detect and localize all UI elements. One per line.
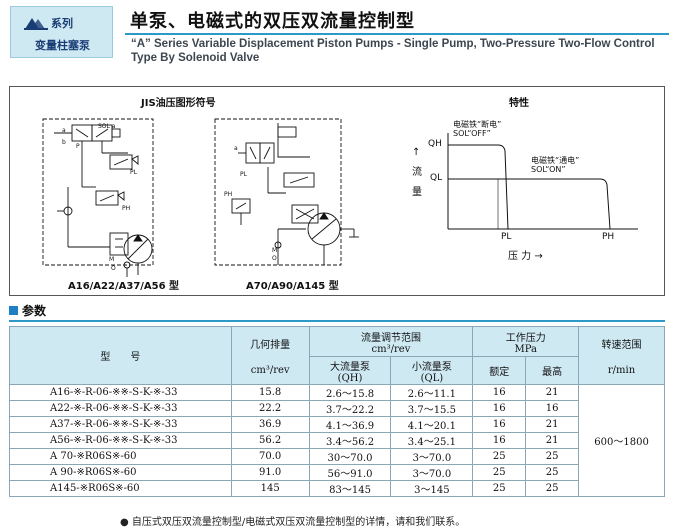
label-o-left: O bbox=[111, 265, 116, 272]
table-row: A56-※-R-06-※※-S-K-※-33 56.2 3.4～56.2 3.4… bbox=[9, 432, 665, 449]
x-axis-label: 压 力 → bbox=[508, 251, 543, 262]
table-row: A 90-※R06S※-60 91.0 56～91.0 3～70.0 25 25 bbox=[9, 464, 665, 481]
footer-note: ● 自压式双压双流量控制型/电磁式双压双流量控制型的详情，请和我们联系。 bbox=[120, 517, 466, 528]
speed-range-cell: 600～1800 bbox=[578, 384, 665, 497]
label-m-right: M bbox=[272, 247, 278, 254]
characteristic-title: 特性 bbox=[509, 98, 529, 109]
label-pl-axis: PL bbox=[501, 232, 512, 242]
header-rated: 额定 bbox=[472, 356, 527, 385]
section-divider bbox=[9, 320, 665, 322]
table-row: A16-※-R-06-※※-S-K-※-33 15.8 2.6～15.8 2.6… bbox=[9, 384, 665, 497]
jis-symbol-title: JIS油压图形符号 bbox=[141, 98, 216, 109]
label-ph-axis: PH bbox=[602, 232, 615, 242]
label-qh: QH bbox=[428, 139, 442, 149]
label-ql: QL bbox=[430, 173, 443, 183]
series-badge: 系列 变量柱塞泵 bbox=[10, 6, 113, 58]
series-label: 系列 bbox=[51, 17, 73, 30]
sol-off-label-cn: 电磁铁“断电” bbox=[453, 120, 502, 129]
diagram-panel: JIS油压图形符号 SOL a a b P PL PH M O A16/A22/… bbox=[9, 86, 665, 296]
label-p: P bbox=[76, 143, 80, 150]
page-subtitle: “A” Series Variable Displacement Piston … bbox=[131, 38, 655, 64]
left-schematic-caption: A16/A22/A37/A56 型 bbox=[68, 281, 180, 292]
label-a: a bbox=[62, 127, 66, 134]
sol-on-label-en: SOL“ON” bbox=[531, 165, 566, 174]
sol-on-label-cn: 电磁铁“通电” bbox=[531, 156, 580, 165]
header-small-pump: 小流量泵 (QL) bbox=[390, 356, 474, 385]
label-b: b bbox=[62, 139, 66, 146]
label-pl-left: PL bbox=[130, 169, 137, 176]
y-axis-label-2: 量 bbox=[412, 187, 422, 198]
label-a-right: a bbox=[234, 145, 238, 152]
series-subtitle: 变量柱塞泵 bbox=[35, 39, 90, 52]
table-row: A145-※R06S※-60 145 83～145 3～145 25 25 bbox=[9, 480, 665, 497]
section-title: 参数 bbox=[22, 304, 47, 318]
section-marker-icon bbox=[9, 306, 18, 315]
table-row: A 70-※R06S※-60 70.0 30～70.0 3～70.0 25 25 bbox=[9, 448, 665, 465]
characteristic-chart bbox=[447, 133, 638, 230]
header-pressure: 工作压力 MPa bbox=[472, 326, 580, 357]
hydraulic-symbols bbox=[42, 118, 638, 277]
label-sol-a: SOL a bbox=[98, 123, 116, 130]
header-flow-range: 流量调节范围 cm³/rev bbox=[308, 326, 474, 357]
table-row: A22-※-R-06-※※-S-K-※-33 22.2 3.7～22.2 3.7… bbox=[9, 400, 665, 417]
label-pl-right: PL bbox=[240, 171, 247, 178]
y-axis-label-1: 流 bbox=[412, 167, 422, 178]
header-large-pump: 大流量泵 (QH) bbox=[308, 356, 392, 385]
title-divider bbox=[125, 33, 669, 35]
header-model: 型 号 bbox=[9, 326, 232, 385]
label-o-right: O bbox=[272, 255, 277, 262]
brand-logo-icon bbox=[24, 18, 48, 30]
sol-off-label-en: SOL“OFF” bbox=[453, 129, 491, 138]
right-schematic-caption: A70/A90/A145 型 bbox=[246, 281, 339, 292]
spec-table: 型 号 几何排量 cm³/rev 流量调节范围 cm³/rev 工作压力 MPa… bbox=[9, 326, 665, 497]
page-title: 单泵、电磁式的双压双流量控制型 bbox=[130, 11, 415, 32]
header-speed: 转速范围 r/min bbox=[578, 326, 665, 385]
header-max: 最高 bbox=[525, 356, 580, 385]
label-ph-right: PH bbox=[224, 191, 233, 198]
table-row: A37-※-R-06-※※-S-K-※-33 36.9 4.1～36.9 4.1… bbox=[9, 416, 665, 433]
label-ph-left: PH bbox=[122, 205, 131, 212]
header-displacement: 几何排量 cm³/rev bbox=[230, 326, 310, 385]
label-m-left: M bbox=[109, 256, 115, 263]
y-axis-arrow: ↑ bbox=[412, 147, 421, 158]
